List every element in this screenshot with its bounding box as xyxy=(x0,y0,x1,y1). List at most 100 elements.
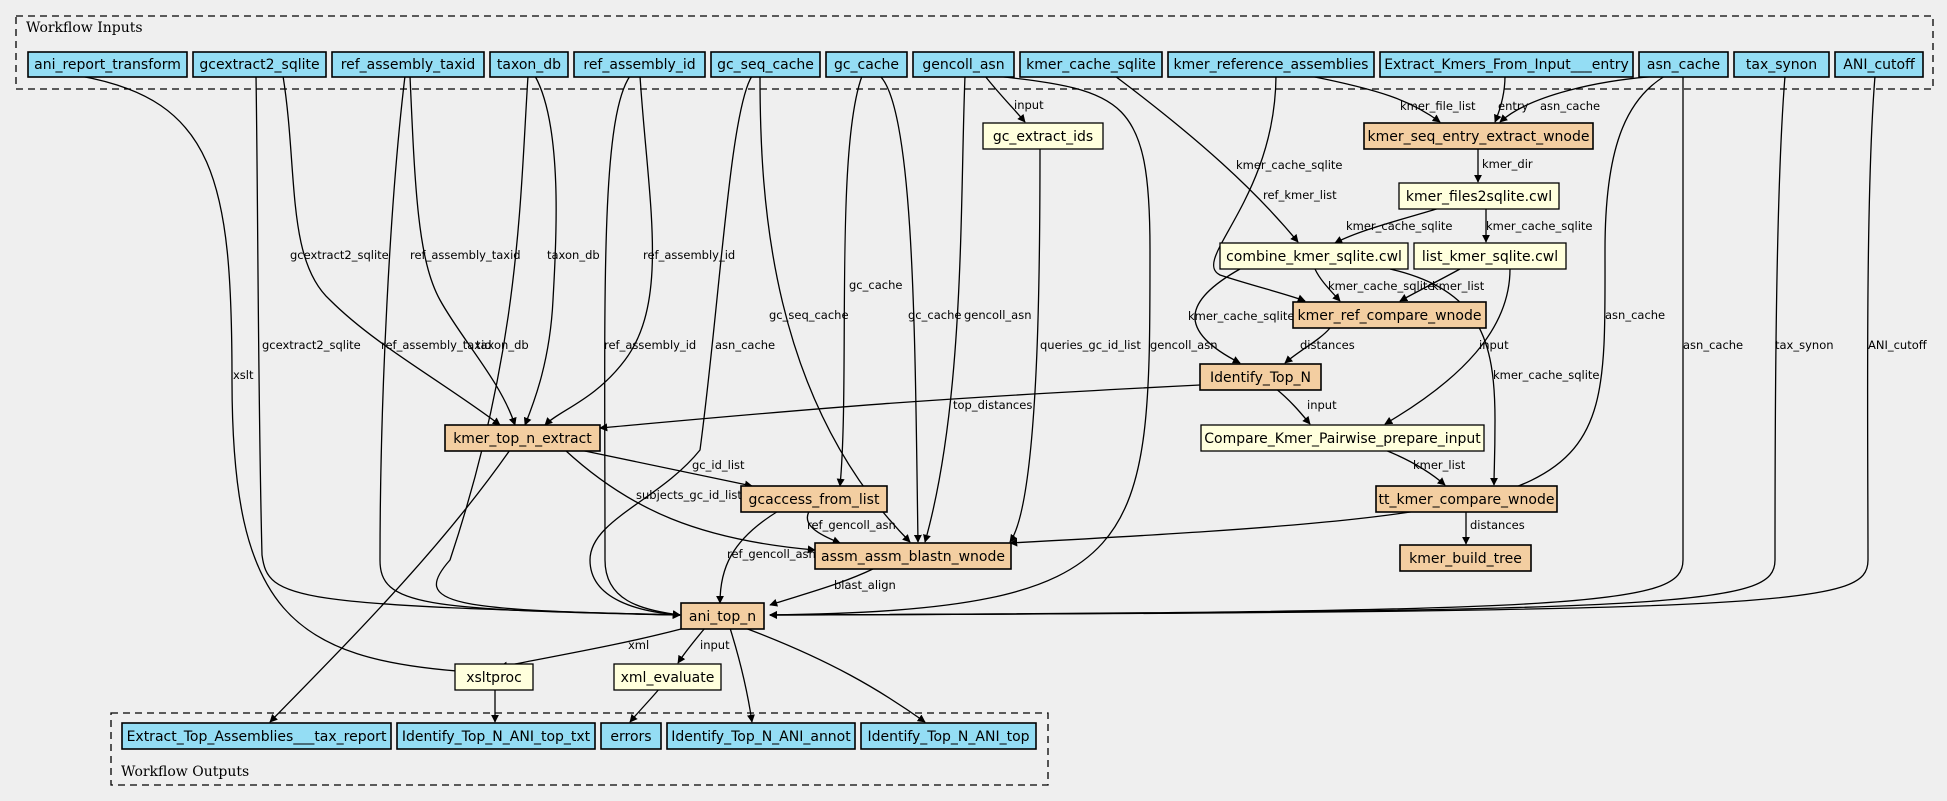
edge-xslt xyxy=(79,75,471,676)
edge-label-gc-id-list: gc_id_list xyxy=(692,458,745,472)
edge-gccache-blast xyxy=(879,75,922,543)
edge-kref-compare xyxy=(1213,75,1306,303)
edge-label-ref-kmer-list: ref_kmer_list xyxy=(1263,188,1337,202)
node-tt-kmer-compare-wnode[interactable]: tt_kmer_compare_wnode xyxy=(1375,485,1558,513)
svg-text:Identify_Top_N_ANI_annot: Identify_Top_N_ANI_annot xyxy=(671,729,851,745)
node-kmer-seq-entry-extract-wnode[interactable]: kmer_seq_entry_extract_wnode xyxy=(1363,122,1594,150)
edge-topn-pairwise xyxy=(1274,387,1311,425)
edge-label-refid-topn: ref_assembly_id xyxy=(643,248,735,262)
edge-label-asn-cache-ani-gcseq: asn_cache xyxy=(715,338,775,352)
svg-text:kmer_cache_sqlite: kmer_cache_sqlite xyxy=(1026,57,1156,73)
edge-label-tax-synon: tax_synon xyxy=(1775,338,1834,352)
svg-text:kmer_top_n_extract: kmer_top_n_extract xyxy=(453,431,592,447)
svg-text:ref_assembly_id: ref_assembly_id xyxy=(583,57,695,73)
node-asn-cache[interactable]: asn_cache xyxy=(1638,51,1729,78)
svg-text:list_kmer_sqlite.cwl: list_kmer_sqlite.cwl xyxy=(1422,249,1558,265)
edge-taxid-ani xyxy=(379,75,681,619)
edge-refcompare-topn xyxy=(1284,327,1331,364)
svg-text:xsltproc: xsltproc xyxy=(466,670,522,686)
node-tax-synon[interactable]: tax_synon xyxy=(1733,51,1830,78)
node-combine-kmer-sqlite[interactable]: combine_kmer_sqlite.cwl xyxy=(1219,242,1409,270)
edge-label-ref-gencoll-asn-blast: ref_gencoll_asn xyxy=(807,518,896,532)
edge-anicutoff-ani xyxy=(769,75,1876,619)
node-kmer-build-tree[interactable]: kmer_build_tree xyxy=(1399,544,1532,572)
edge-gencoll-blast xyxy=(923,75,966,543)
edge-label-xslt: xslt xyxy=(233,368,254,382)
edge-label-blast-align: blast_align xyxy=(834,578,896,592)
workflow-outputs-label: Workflow Outputs xyxy=(121,764,249,780)
edge-kref-kseq xyxy=(1309,75,1441,123)
svg-text:Extract_Kmers_From_Input___ent: Extract_Kmers_From_Input___entry xyxy=(1384,57,1629,73)
node-kmer-ref-compare-wnode[interactable]: kmer_ref_compare_wnode xyxy=(1292,301,1487,329)
edge-label-kcache-combine: kmer_cache_sqlite xyxy=(1236,158,1343,172)
node-ani-top-n[interactable]: ani_top_n xyxy=(680,602,765,630)
node-assm-assm-blastn-wnode[interactable]: assm_assm_blastn_wnode xyxy=(814,542,1012,570)
edge-label-gccache-gcaccess: gc_cache xyxy=(849,278,902,292)
node-gc-extract-ids[interactable]: gc_extract_ids xyxy=(982,122,1104,150)
edge-ani-xmleval xyxy=(677,627,706,664)
node-gc-cache[interactable]: gc_cache xyxy=(825,51,908,78)
node-ani-cutoff[interactable]: ANI_cutoff xyxy=(1834,51,1924,78)
node-compare-kmer-pairwise-prepare-input[interactable]: Compare_Kmer_Pairwise_prepare_input xyxy=(1200,424,1485,452)
node-extract-kmers-entry[interactable]: Extract_Kmers_From_Input___entry xyxy=(1379,51,1634,78)
node-xml-evaluate[interactable]: xml_evaluate xyxy=(613,663,722,691)
edge-gcseq-ani xyxy=(589,75,753,619)
node-kmer-files2sqlite[interactable]: kmer_files2sqlite.cwl xyxy=(1398,182,1560,210)
node-out-annot[interactable]: Identify_Top_N_ANI_annot xyxy=(666,722,856,750)
edge-xmleval-errors xyxy=(629,687,661,723)
node-ref-assembly-taxid[interactable]: ref_assembly_taxid xyxy=(331,51,485,78)
node-gc-seq-cache[interactable]: gc_seq_cache xyxy=(710,51,821,78)
node-kmer-top-n-extract[interactable]: kmer_top_n_extract xyxy=(444,424,601,452)
svg-text:kmer_reference_assemblies: kmer_reference_assemblies xyxy=(1174,57,1369,73)
node-ani-report-transform[interactable]: ani_report_transform xyxy=(27,51,188,78)
node-gcaccess-from-list[interactable]: gcaccess_from_list xyxy=(740,485,888,513)
edge-label-xml: xml xyxy=(628,638,649,652)
edge-entry-kseq xyxy=(1494,75,1506,123)
edge-gcextract2-ani xyxy=(255,75,681,619)
edge-list-refcompare xyxy=(1399,268,1461,302)
svg-text:xml_evaluate: xml_evaluate xyxy=(621,670,715,686)
svg-text:assm_assm_blastn_wnode: assm_assm_blastn_wnode xyxy=(821,549,1005,565)
edge-label-gcextract2-topn: gcextract2_sqlite xyxy=(290,248,389,262)
svg-text:taxon_db: taxon_db xyxy=(497,57,561,73)
edge-label-gencoll-ani: gencoll_asn xyxy=(1150,338,1218,352)
edge-label-taxondb-ani: taxon_db xyxy=(476,338,529,352)
node-list-kmer-sqlite[interactable]: list_kmer_sqlite.cwl xyxy=(1413,242,1567,270)
edge-gcids-blast xyxy=(1009,147,1041,543)
node-kmer-reference-assemblies[interactable]: kmer_reference_assemblies xyxy=(1167,51,1375,78)
edge-combine-topn xyxy=(1194,268,1241,364)
node-out-errors[interactable]: errors xyxy=(600,722,662,750)
node-taxon-db[interactable]: taxon_db xyxy=(489,51,569,78)
node-gcextract2-sqlite[interactable]: gcextract2_sqlite xyxy=(192,51,327,78)
edge-label-refid-ani: ref_assembly_id xyxy=(604,338,696,352)
node-gencoll-asn[interactable]: gencoll_asn xyxy=(912,51,1015,78)
svg-text:errors: errors xyxy=(610,729,651,745)
svg-text:asn_cache: asn_cache xyxy=(1647,57,1720,73)
node-out-top-txt[interactable]: Identify_Top_N_ANI_top_txt xyxy=(396,722,596,750)
edge-label-kmer-list-tt: kmer_list xyxy=(1413,458,1466,472)
node-xsltproc[interactable]: xsltproc xyxy=(454,663,534,691)
svg-text:Extract_Top_Assemblies___tax_r: Extract_Top_Assemblies___tax_report xyxy=(127,729,387,745)
edge-label-entry: entry xyxy=(1498,99,1529,113)
svg-text:ani_report_transform: ani_report_transform xyxy=(34,57,181,73)
node-out-top[interactable]: Identify_Top_N_ANI_top xyxy=(860,722,1037,750)
svg-text:kmer_build_tree: kmer_build_tree xyxy=(1409,551,1522,567)
node-kmer-cache-sqlite[interactable]: kmer_cache_sqlite xyxy=(1019,51,1163,78)
edge-label-ani-cutoff: ANI_cutoff xyxy=(1868,338,1928,352)
edges xyxy=(79,75,1876,723)
input-nodes: ani_report_transform gcextract2_sqlite r… xyxy=(27,51,1924,78)
svg-text:Compare_Kmer_Pairwise_prepare_: Compare_Kmer_Pairwise_prepare_input xyxy=(1204,431,1481,447)
edge-label-taxondb-topn: taxon_db xyxy=(547,248,600,262)
edge-label-input-topn-pairwise: input xyxy=(1307,398,1337,412)
edge-asn-kseq xyxy=(1499,75,1661,123)
edge-combine-refcompare xyxy=(1314,268,1341,302)
node-identify-top-n[interactable]: Identify_Top_N xyxy=(1199,363,1322,391)
node-out-tax-report[interactable]: Extract_Top_Assemblies___tax_report xyxy=(121,722,392,750)
svg-text:gc_seq_cache: gc_seq_cache xyxy=(717,57,814,73)
edge-refid-topn xyxy=(544,75,654,426)
node-ref-assembly-id[interactable]: ref_assembly_id xyxy=(573,51,706,78)
edge-label-combine-tt: kmer_cache_sqlite xyxy=(1493,368,1600,382)
edge-pairwise-tt xyxy=(1384,449,1446,486)
edge-label-kmer-dir: kmer_dir xyxy=(1482,157,1533,171)
edge-gcaccess-ani xyxy=(716,509,781,604)
